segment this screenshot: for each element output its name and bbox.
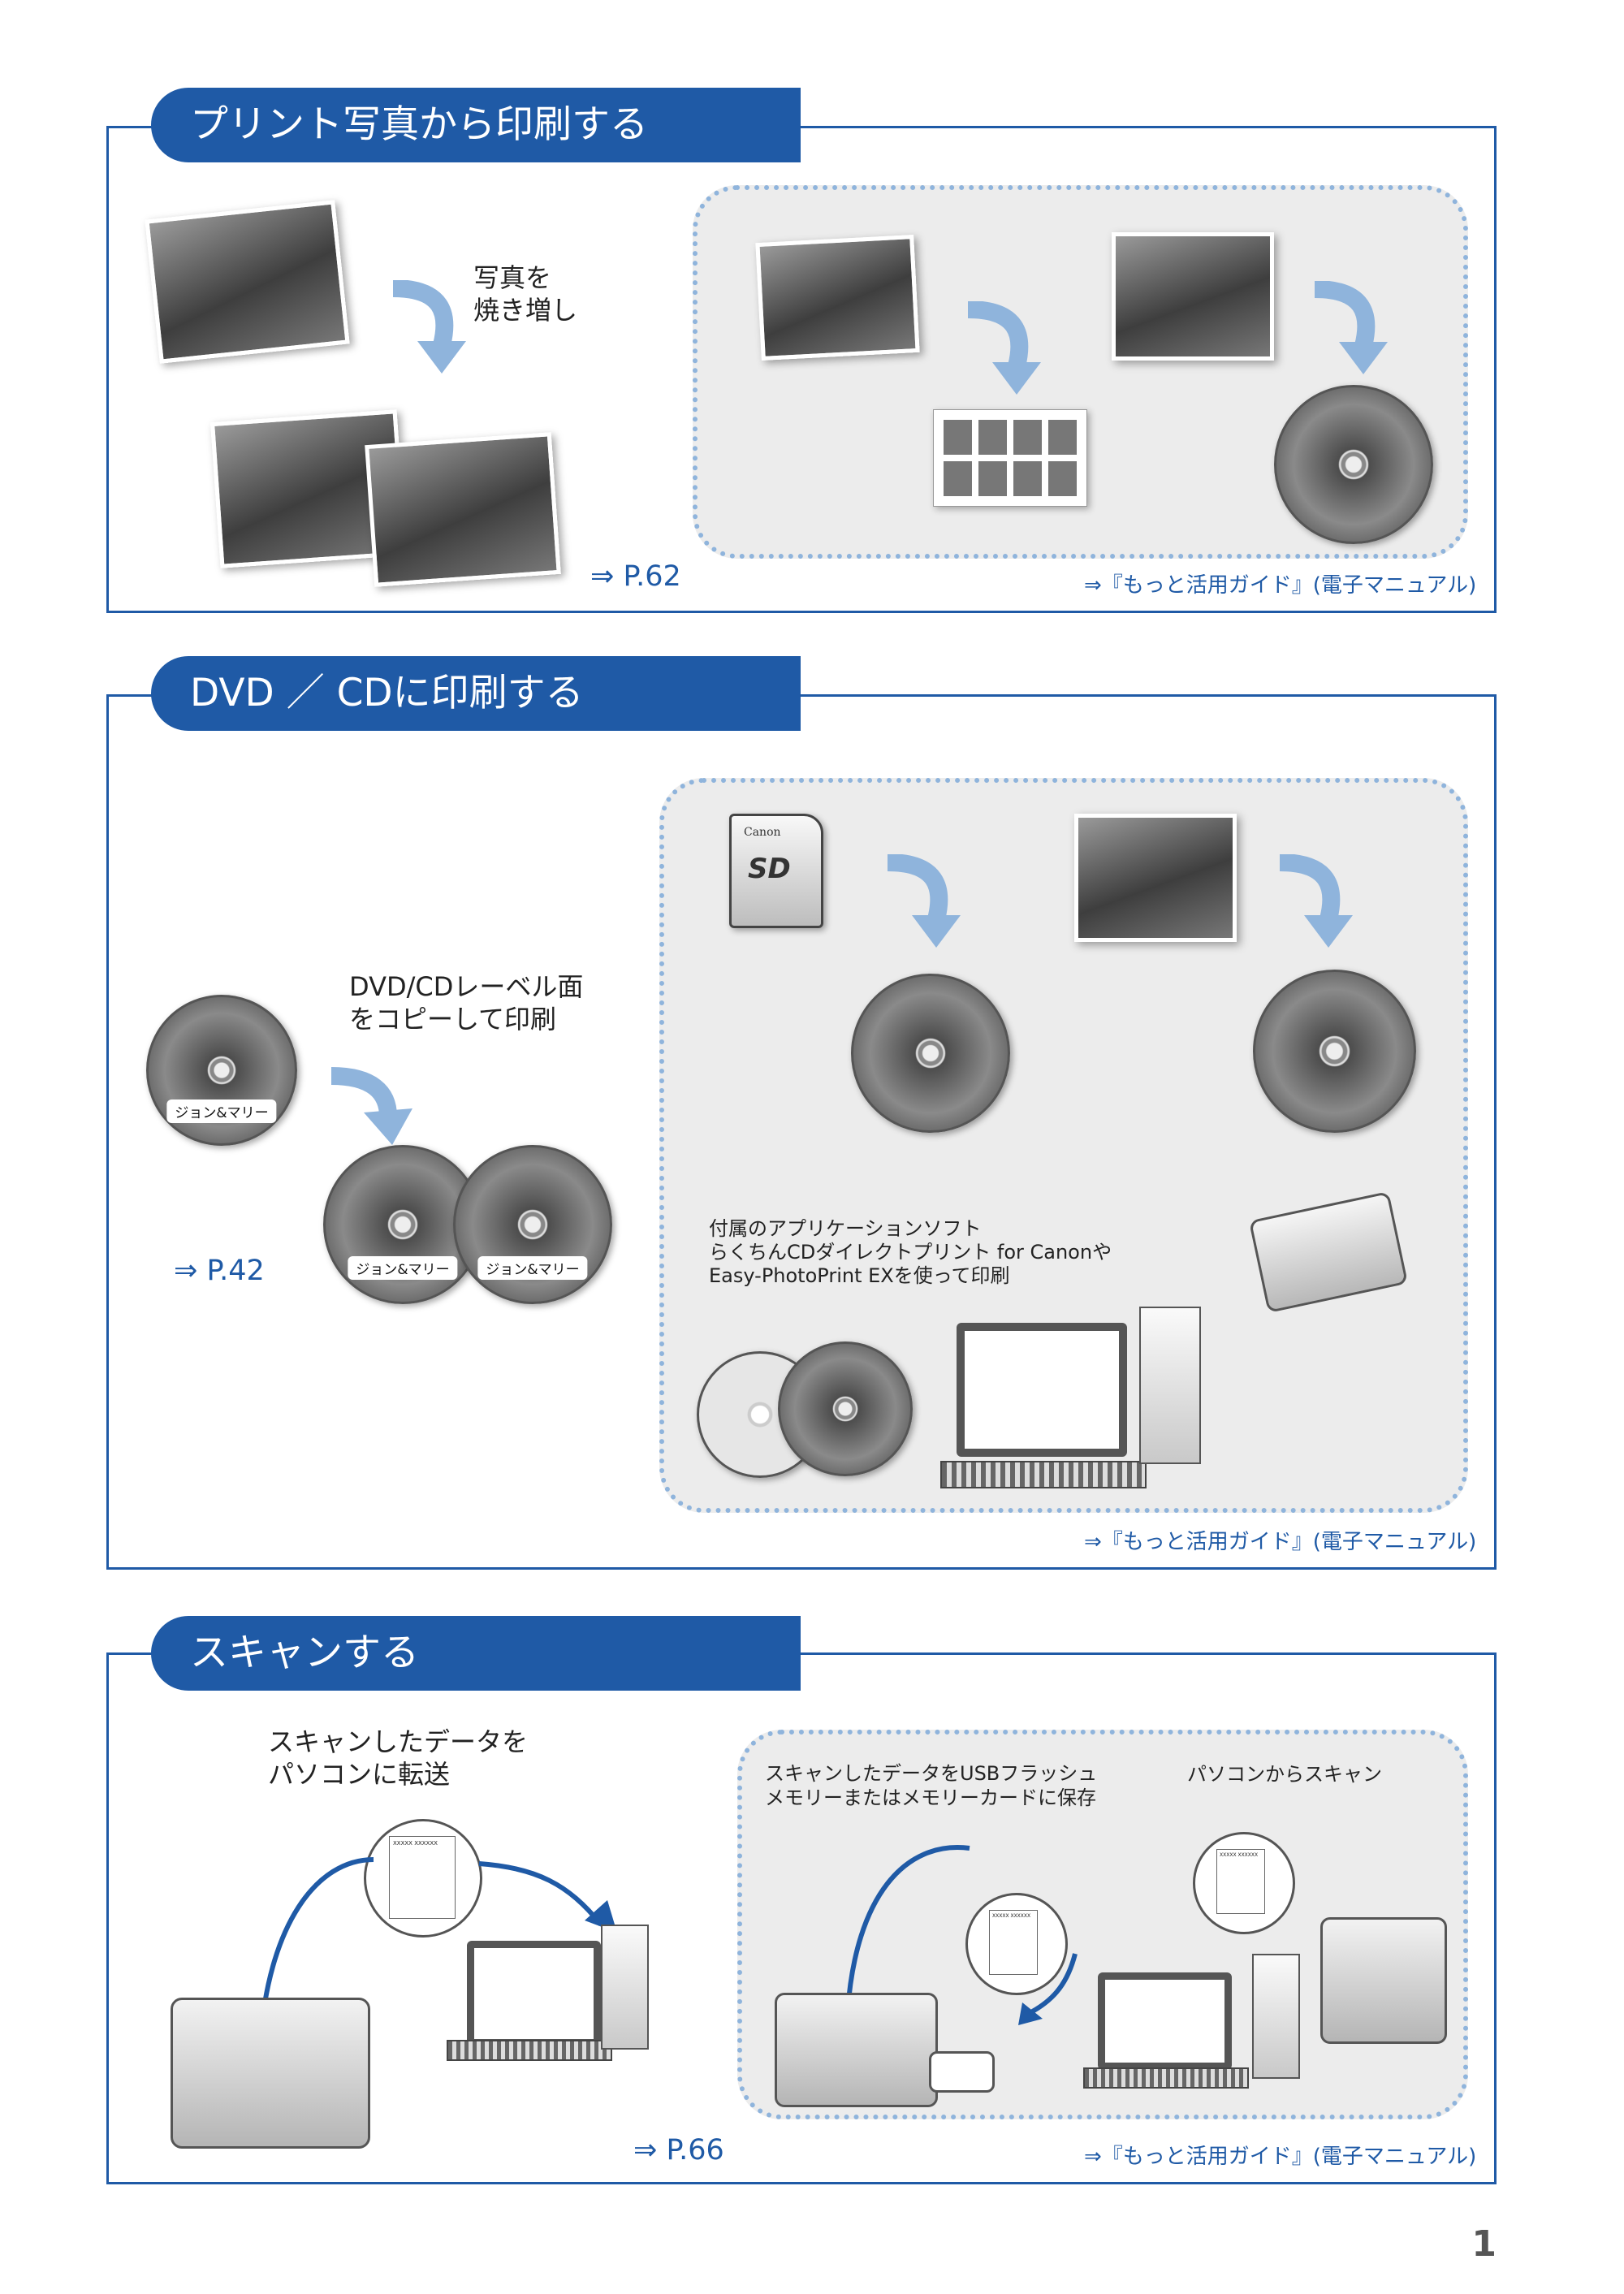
scanner-printer-icon [171, 1998, 370, 2149]
baby-photo-dvd [1074, 814, 1237, 942]
usb-save-caption: スキャンしたデータをUSBフラッシュ メモリーまたはメモリーカードに保存 [765, 1762, 1098, 1809]
disc-print-arrow-icon [1314, 281, 1388, 374]
pc-scan-monitor-icon [1098, 1972, 1232, 2070]
sd-logo-text: SD [748, 853, 791, 885]
reprint-photo-2 [365, 432, 561, 587]
pc-scan-tower-icon [1252, 1954, 1300, 2079]
computer-tower-icon [1139, 1307, 1201, 1464]
scanned-document-bubble: XXXXX XXXXXX [364, 1819, 482, 1938]
page-number: 1 [1471, 2223, 1497, 2265]
reprint-arrow-icon [392, 280, 466, 374]
scan-manual-ref[interactable]: ⇒『もっと活用ガイド』(電子マニュアル) [1084, 2145, 1477, 2169]
print-photo-title: プリント写真から印刷する [151, 88, 801, 162]
pc-scan-keyboard-icon [1083, 2067, 1249, 2089]
scan-extras-panel: スキャンしたデータをUSBフラッシュ メモリーまたはメモリーカードに保存 パソコ… [737, 1730, 1468, 2119]
usb-document-bubble: XXXXX XXXXXX [965, 1893, 1068, 1995]
printer-icon [1248, 1190, 1409, 1314]
computer-monitor-icon [957, 1323, 1127, 1457]
sticker-sheet [933, 409, 1087, 507]
scan-transfer-caption: スキャンしたデータを パソコンに転送 [268, 1726, 529, 1790]
pc-document-header: XXXXX XXXXXX [1216, 1849, 1265, 1914]
reprint-caption: 写真を 焼き増し [473, 262, 578, 326]
cat-photo [755, 234, 920, 361]
disc-copy-arrow-icon [330, 1067, 412, 1145]
software-caption: 付属のアプリケーションソフト らくちんCDダイレクトプリント for Canon… [709, 1217, 1112, 1287]
keyboard-icon [940, 1461, 1147, 1488]
print-photo-manual-ref[interactable]: ⇒『もっと活用ガイド』(電子マニュアル) [1084, 573, 1477, 598]
original-print-photo [145, 200, 350, 364]
dvd-cd-title: DVD ／ CDに印刷する [151, 656, 801, 731]
disc-copy-caption: DVD/CDレーベル面 をコピーして印刷 [349, 971, 584, 1035]
scanned-document-header: XXXXX XXXXXX [393, 1840, 438, 1847]
baby-disc-arrow-icon [1279, 854, 1353, 948]
dvd-cd-page-ref[interactable]: ⇒ P.42 [174, 1255, 265, 1287]
pc-scan-caption: パソコンからスキャン [1187, 1763, 1382, 1786]
pc-tower-icon [601, 1925, 649, 2050]
scan-title: スキャンする [151, 1616, 801, 1691]
usb-document-header: XXXXX XXXXXX [989, 1910, 1038, 1975]
dvd-cd-extras-panel: Canon SD 付属のアプリケーションソフト らくちんCDダイレクトプリント … [659, 778, 1468, 1513]
dvd-cd-section [106, 694, 1497, 1570]
original-disc: ジョン&マリー [146, 995, 297, 1146]
baby-disc [1274, 385, 1433, 544]
print-photo-section [106, 126, 1497, 613]
copied-disc-1-label: ジョン&マリー [348, 1256, 458, 1281]
scan-section [106, 1652, 1497, 2184]
pc-monitor-icon [467, 1941, 601, 2046]
pc-document-bubble: XXXXX XXXXXX [1193, 1832, 1295, 1934]
tulip-disc [851, 974, 1010, 1133]
original-disc-label: ジョン&マリー [166, 1099, 277, 1123]
sd-card-icon: Canon SD [729, 814, 823, 928]
baby-disc-dvd [1253, 970, 1416, 1133]
baby-photo [1112, 232, 1274, 361]
pc-scan-scanner-icon [1320, 1917, 1447, 2044]
usb-scanner-icon [775, 1993, 938, 2107]
pc-keyboard-icon [447, 2040, 612, 2061]
scan-page-ref[interactable]: ⇒ P.66 [633, 2134, 724, 2167]
print-photo-page-ref[interactable]: ⇒ P.62 [590, 560, 681, 593]
usb-arrow-icon [845, 1845, 1078, 2025]
memory-card-icon [929, 2051, 995, 2093]
layout-arrow-icon [967, 301, 1041, 395]
print-photo-extras-panel [693, 185, 1468, 559]
scanned-document-icon: XXXXX XXXXXX [389, 1836, 456, 1919]
sd-arrow-icon [887, 854, 961, 948]
copied-disc-2: ジョン&マリー [453, 1145, 612, 1304]
copied-disc-2-label: ジョン&マリー [477, 1256, 588, 1281]
collage-disc-2 [778, 1341, 913, 1476]
sd-brand-text: Canon [744, 826, 781, 839]
dvd-cd-manual-ref[interactable]: ⇒『もっと活用ガイド』(電子マニュアル) [1084, 1530, 1477, 1554]
